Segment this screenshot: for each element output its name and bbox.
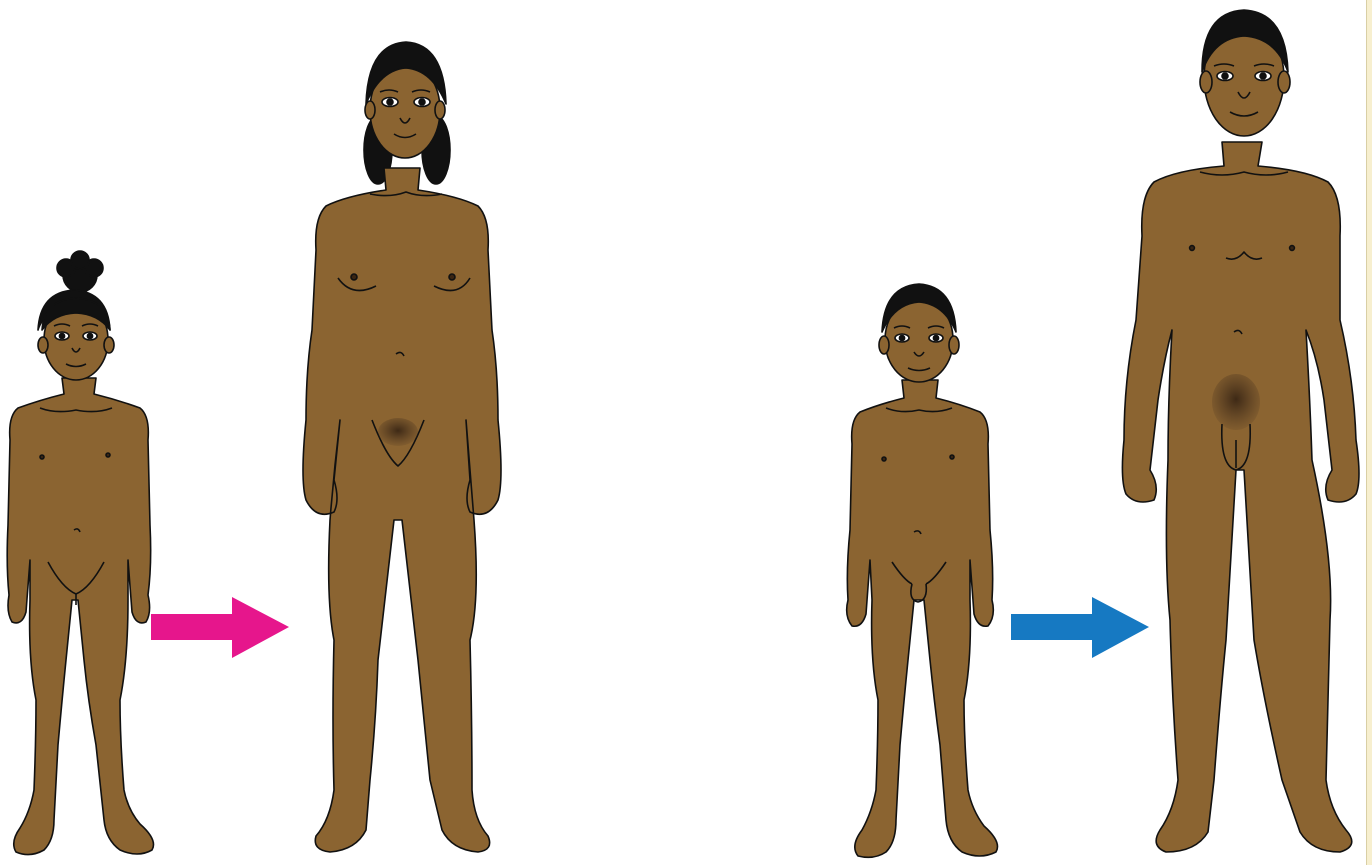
blue-arrow-icon <box>1011 597 1149 658</box>
boy-figure <box>847 284 998 857</box>
girl-figure <box>7 251 153 855</box>
edge-strip <box>1366 0 1372 865</box>
pink-arrow-icon <box>151 597 289 658</box>
woman-figure <box>303 42 501 852</box>
man-figure <box>1122 10 1359 852</box>
